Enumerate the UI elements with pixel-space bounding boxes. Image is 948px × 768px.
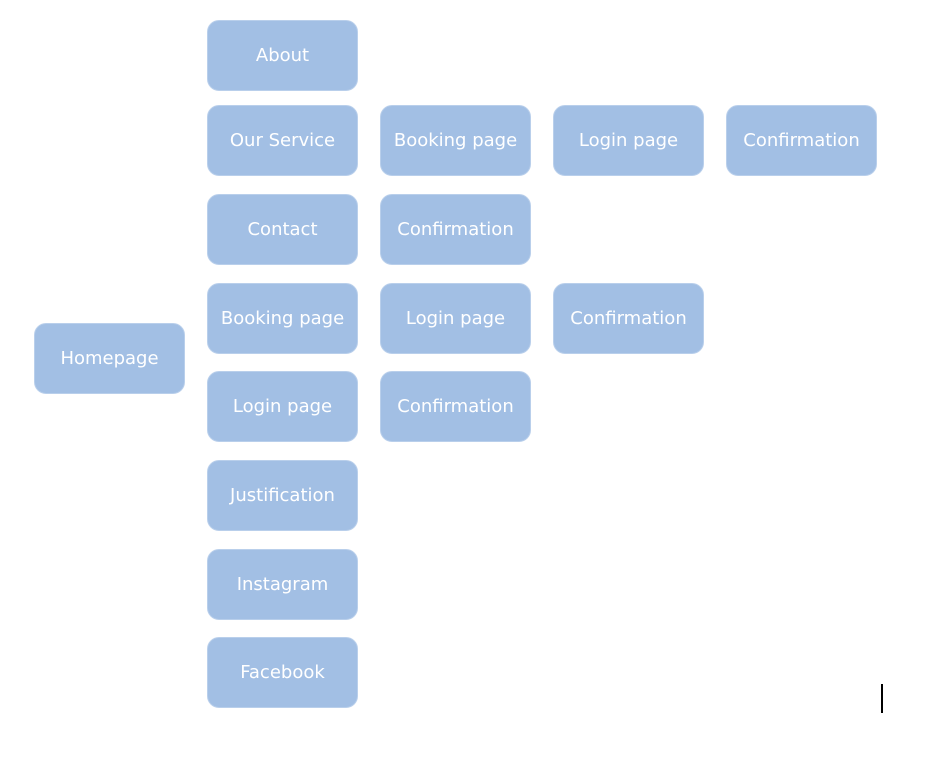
node-contact-confirmation: Confirmation xyxy=(380,194,531,265)
node-instagram: Instagram xyxy=(207,549,358,620)
node-service-login-page: Login page xyxy=(553,105,704,176)
node-facebook: Facebook xyxy=(207,637,358,708)
node-homepage: Homepage xyxy=(34,323,185,394)
node-booking-login-page: Login page xyxy=(380,283,531,354)
node-booking-confirmation: Confirmation xyxy=(553,283,704,354)
text-cursor xyxy=(881,684,883,713)
node-login-confirmation: Confirmation xyxy=(380,371,531,442)
node-service-confirmation: Confirmation xyxy=(726,105,877,176)
node-justification: Justification xyxy=(207,460,358,531)
node-login-page: Login page xyxy=(207,371,358,442)
node-booking-page: Booking page xyxy=(207,283,358,354)
node-contact: Contact xyxy=(207,194,358,265)
node-our-service: Our Service xyxy=(207,105,358,176)
node-about: About xyxy=(207,20,358,91)
node-service-booking-page: Booking page xyxy=(380,105,531,176)
